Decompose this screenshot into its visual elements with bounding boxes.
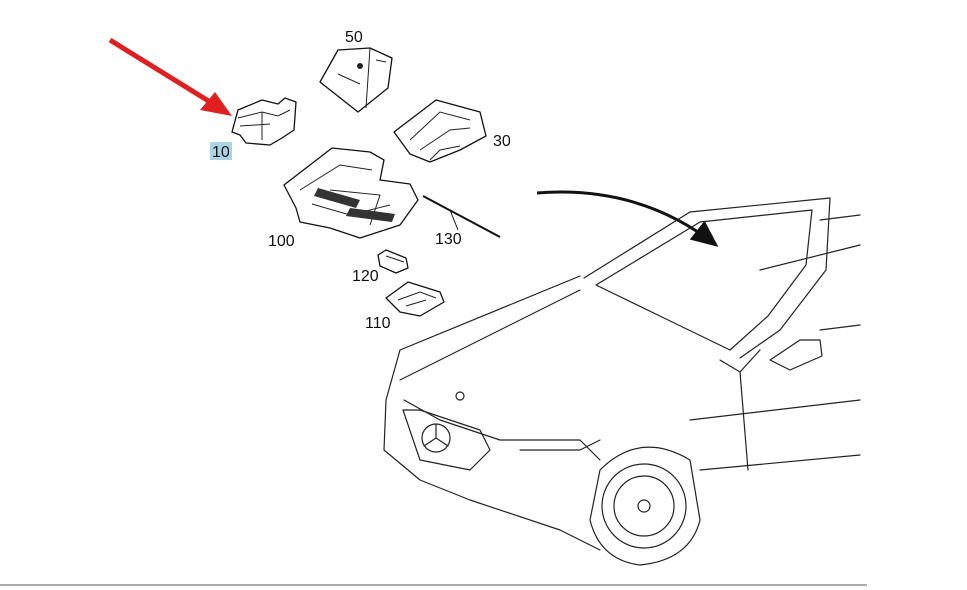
callout-10-highlight xyxy=(210,142,232,160)
callout-100[interactable]: 100 xyxy=(268,233,295,250)
callout-130[interactable]: 130 xyxy=(435,231,462,248)
part-100-panel[interactable] xyxy=(283,147,419,239)
leader-130 xyxy=(449,209,459,231)
callout-10[interactable]: 10 xyxy=(212,144,230,161)
part-30-bracket[interactable] xyxy=(393,99,487,163)
callout-50[interactable]: 50 xyxy=(345,29,363,46)
callout-110[interactable]: 110 xyxy=(365,315,391,332)
vehicle-outline xyxy=(383,197,861,566)
part-50-cover[interactable] xyxy=(319,47,393,113)
part-10-camera-housing[interactable] xyxy=(231,97,297,146)
part-130-cable[interactable] xyxy=(422,195,501,238)
part-120-connector[interactable] xyxy=(377,249,409,274)
callout-120[interactable]: 120 xyxy=(352,268,379,285)
callout-30[interactable]: 30 xyxy=(493,133,511,150)
red-pointer-arrow xyxy=(108,37,232,116)
part-110-bracket[interactable] xyxy=(385,281,445,317)
location-arrow xyxy=(536,190,719,247)
